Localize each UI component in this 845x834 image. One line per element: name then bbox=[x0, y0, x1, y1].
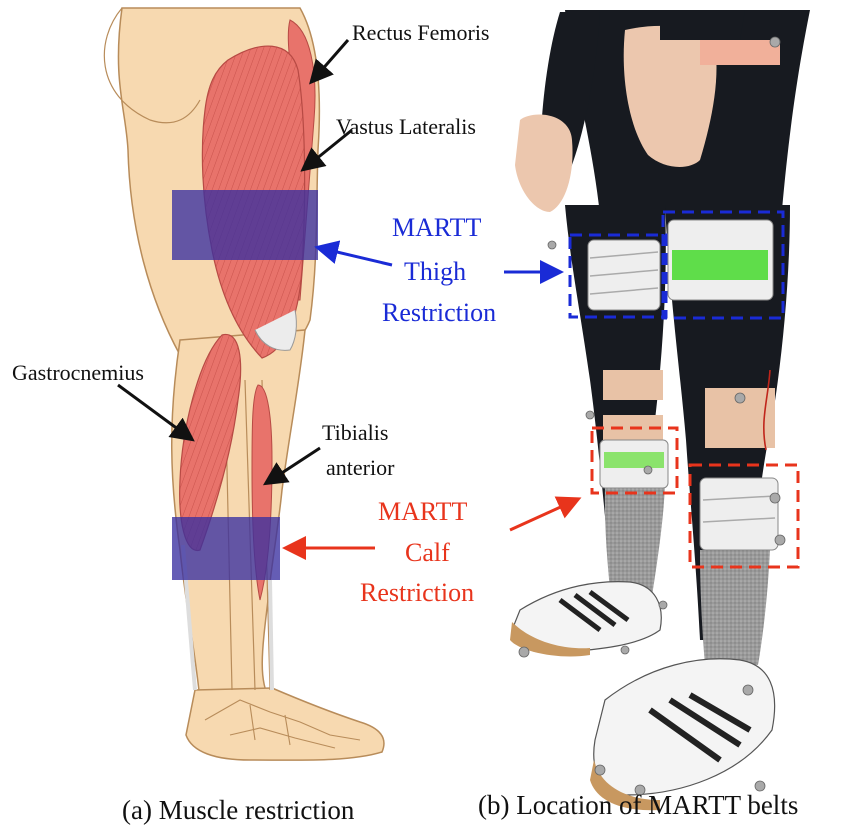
caption-right: (b) Location of MARTT belts bbox=[478, 790, 798, 821]
calf-arrow-right bbox=[510, 500, 576, 530]
caption-left: (a) Muscle restriction bbox=[122, 795, 354, 826]
rectus-femoris-label: Rectus Femoris bbox=[352, 20, 490, 45]
tibialis-label-line2: anterior bbox=[326, 455, 394, 480]
tibialis-label-line1: Tibialis bbox=[322, 420, 388, 445]
photo-subject bbox=[510, 10, 810, 810]
calf-label-line1: MARTT bbox=[378, 497, 467, 527]
thigh-label-line3: Restriction bbox=[382, 298, 496, 328]
right-calf-belt bbox=[700, 478, 778, 550]
thigh-label-line1: MARTT bbox=[392, 213, 481, 243]
left-hand bbox=[515, 115, 573, 212]
vastus-lateralis-label: Vastus Lateralis bbox=[336, 114, 476, 139]
gastrocnemius-label: Gastrocnemius bbox=[12, 360, 144, 385]
thigh-label-line2: Thigh bbox=[404, 257, 466, 287]
calf-label-line2: Calf bbox=[405, 538, 450, 568]
rectus-femoris-arrow bbox=[313, 40, 348, 80]
calf-label-line3: Restriction bbox=[360, 578, 474, 608]
thigh-arrow-left bbox=[320, 248, 392, 265]
calf-belt bbox=[172, 517, 280, 580]
foot-shape bbox=[186, 688, 384, 760]
thigh-belt bbox=[172, 190, 318, 260]
